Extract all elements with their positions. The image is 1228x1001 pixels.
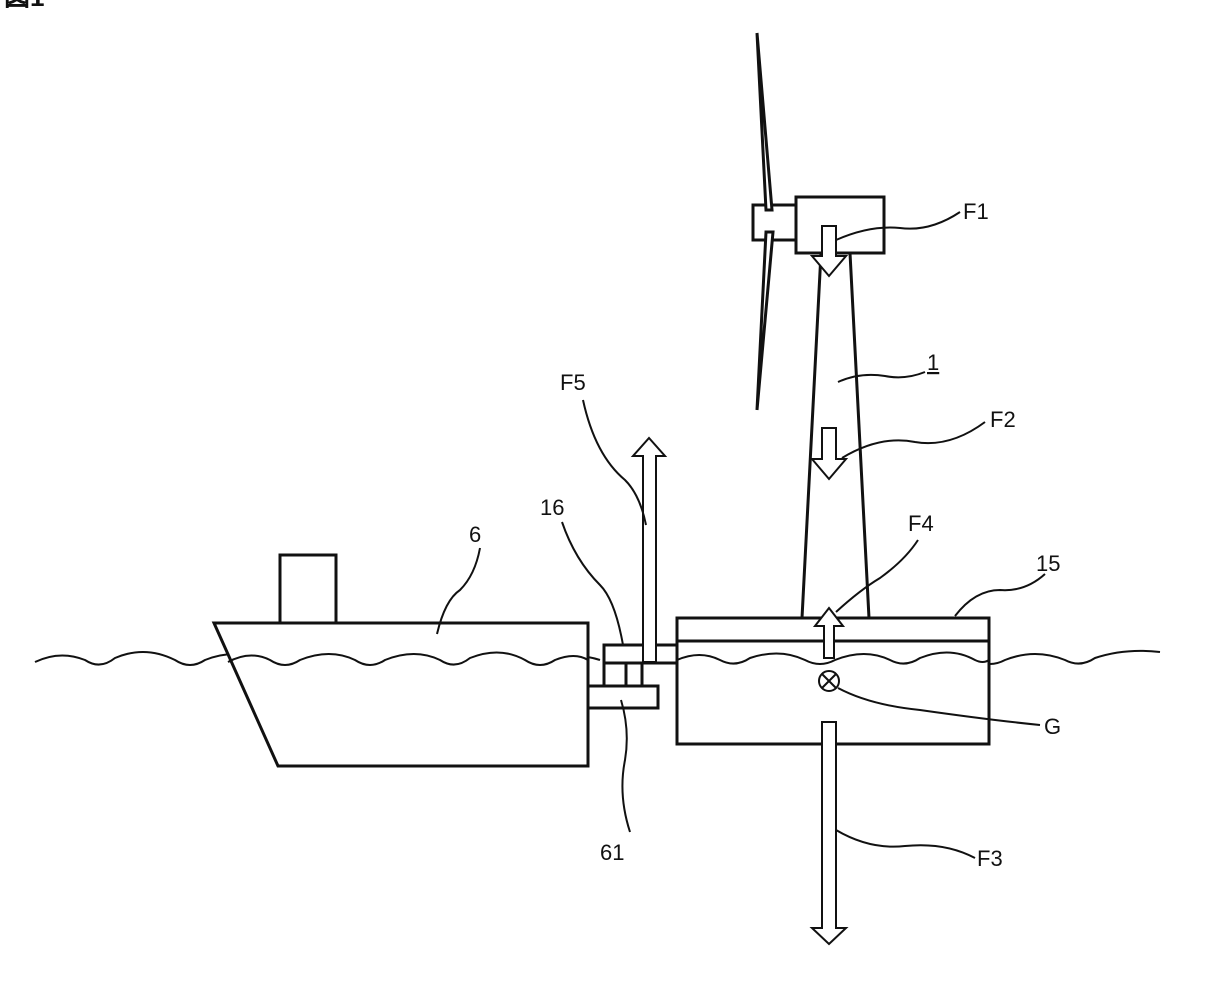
turbine-blade-upper	[757, 33, 772, 210]
header-fragment: 図1	[4, 0, 44, 12]
leader-ship	[437, 548, 480, 634]
leader-f3	[836, 830, 975, 858]
turbine-hub	[753, 205, 796, 240]
water-surface-line	[35, 651, 1160, 665]
label-connector: 16	[540, 495, 564, 520]
body-connector-arm	[604, 645, 678, 663]
label-ship-connector: 61	[600, 840, 624, 865]
leader-body	[955, 574, 1045, 616]
ship	[214, 555, 588, 766]
label-f3: F3	[977, 846, 1003, 871]
label-f1: F1	[963, 199, 989, 224]
turbine-nacelle	[796, 197, 884, 253]
label-body: 15	[1036, 551, 1060, 576]
ship-hull	[214, 623, 588, 766]
leader-ship-connector	[621, 700, 630, 832]
ship-cabin	[280, 555, 336, 623]
label-f2: F2	[990, 407, 1016, 432]
label-ship: 6	[469, 522, 481, 547]
label-turbine: 1	[927, 350, 939, 375]
label-f4: F4	[908, 511, 934, 536]
body-connector-hook	[604, 663, 626, 686]
label-f5: F5	[560, 370, 586, 395]
label-g: G	[1044, 714, 1061, 739]
leader-f5	[583, 400, 646, 525]
turbine-blade-lower	[757, 232, 773, 410]
ship-connector-post	[626, 662, 642, 686]
figure-header-text: 図1	[4, 0, 44, 12]
leader-f2	[842, 422, 985, 458]
force-arrow-f5	[633, 438, 665, 662]
wind-turbine	[753, 33, 884, 618]
gravity-center-marker	[819, 671, 839, 691]
